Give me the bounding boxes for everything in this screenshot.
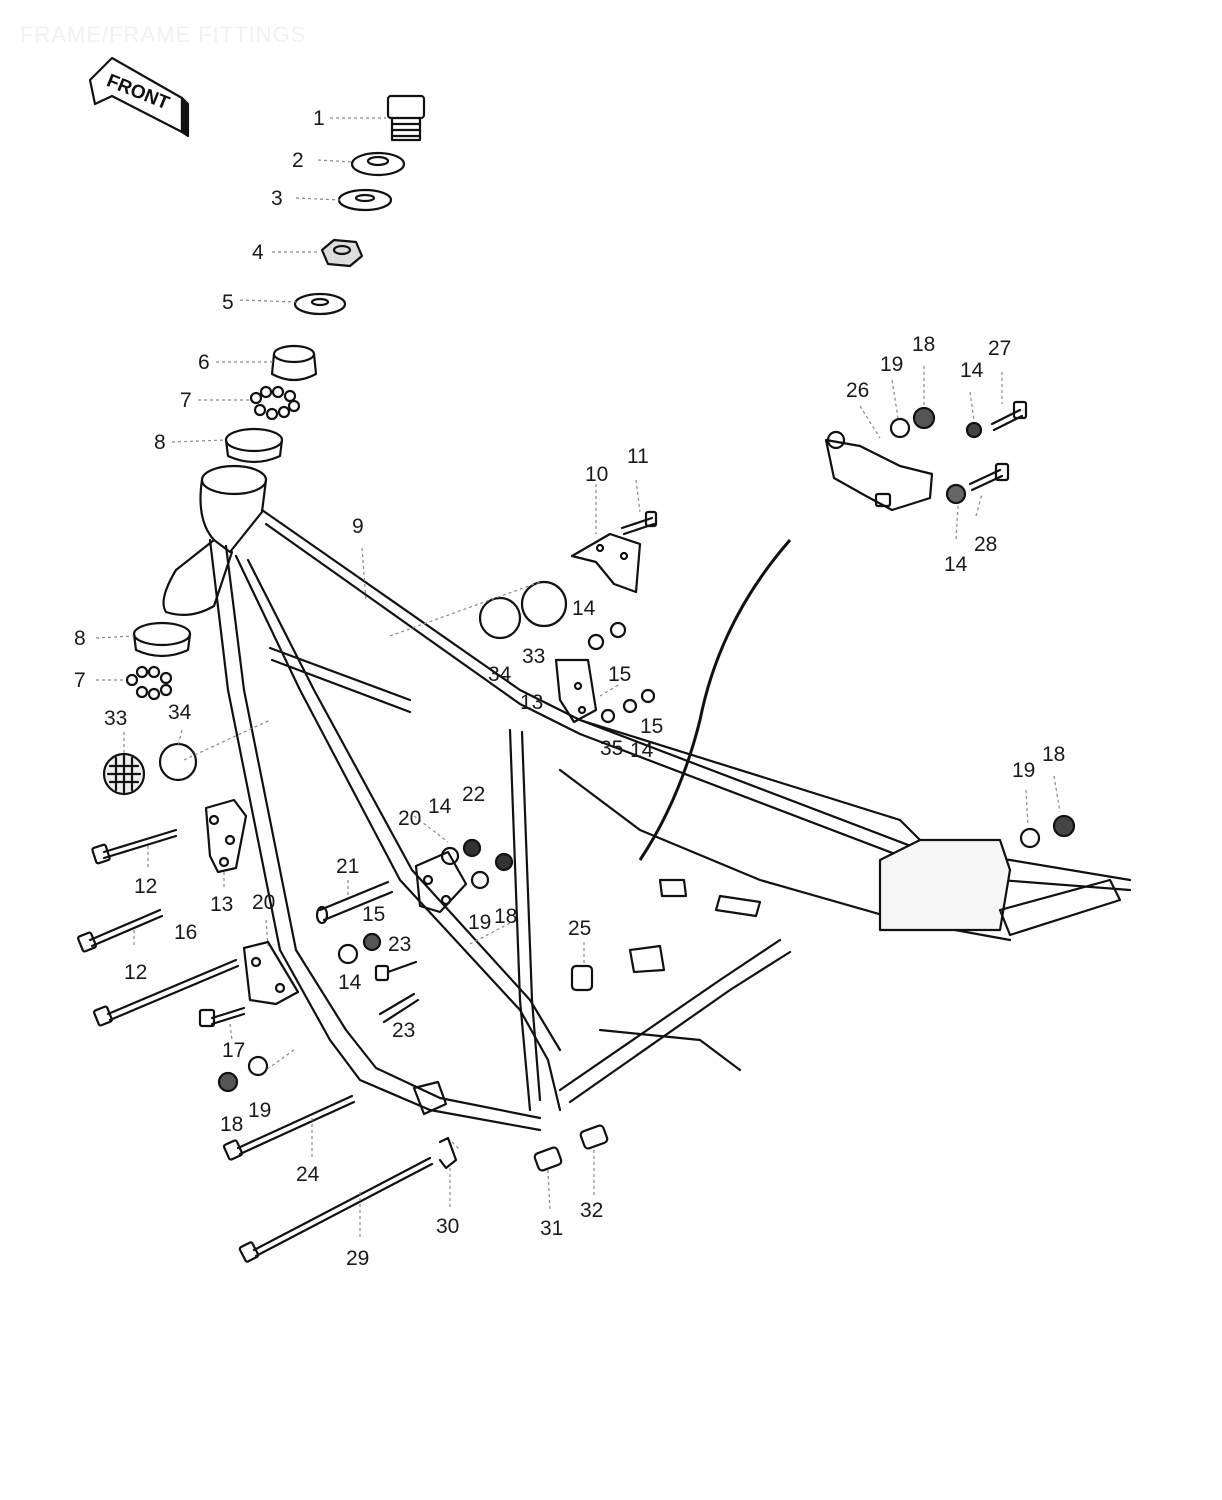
callout-19b: 19 — [468, 911, 492, 934]
grommet-left — [158, 742, 198, 782]
callout-16: 16 — [174, 921, 198, 944]
page-title: FRAME/FRAME FITTINGS — [20, 22, 307, 47]
callout-21: 21 — [336, 855, 360, 878]
bracket-13-right — [554, 658, 598, 724]
callout-14b: 14 — [428, 795, 452, 818]
callout-7: 7 — [180, 389, 192, 412]
callout-15c: 15 — [640, 715, 664, 738]
callout-14e: 14 — [960, 359, 984, 382]
callout-10: 10 — [585, 463, 609, 486]
callout-13b: 13 — [520, 691, 544, 714]
callout-31: 31 — [540, 1217, 564, 1240]
grommet-34 — [478, 596, 522, 640]
bolt-29 — [238, 1156, 434, 1263]
callout-3: 3 — [271, 187, 283, 210]
small-nuts — [587, 621, 656, 724]
stem-nut — [320, 238, 364, 268]
callout-5: 5 — [222, 291, 234, 314]
callout-13: 13 — [210, 893, 234, 916]
callout-15: 15 — [362, 903, 386, 926]
callout-35: 35 — [600, 737, 624, 760]
nuts-mid — [217, 838, 514, 1093]
nuts-rear — [1019, 814, 1076, 849]
spacer-21 — [315, 880, 394, 925]
steel-balls-lower — [125, 665, 173, 701]
bolt-16 — [93, 958, 240, 1027]
callout-20: 20 — [252, 891, 276, 914]
bearing-race-lower — [132, 621, 192, 658]
leader-lines — [95, 117, 1061, 1240]
callout-28: 28 — [974, 533, 998, 556]
stem-washer-2 — [350, 151, 406, 177]
callout-17: 17 — [222, 1039, 246, 1062]
callout-29: 29 — [346, 1247, 370, 1270]
bolt-17 — [198, 1006, 246, 1028]
engine-bracket-front — [204, 798, 248, 874]
engine-bracket-lower — [242, 940, 300, 1006]
callout-12: 12 — [134, 875, 158, 898]
callout-22: 22 — [462, 783, 486, 806]
callout-14f: 14 — [944, 553, 968, 576]
callout-14: 14 — [338, 971, 362, 994]
callout-23b: 23 — [392, 1019, 416, 1042]
callout-25: 25 — [568, 917, 592, 940]
callout-15b: 15 — [608, 663, 632, 686]
bearing-cone-upper — [270, 344, 318, 382]
callout-1: 1 — [313, 107, 325, 130]
callout-11: 11 — [627, 445, 649, 468]
bolt-23 — [374, 960, 420, 1024]
bolt-28 — [968, 462, 1010, 492]
callout-32: 32 — [580, 1199, 604, 1222]
reflector — [102, 752, 146, 796]
callout-26: 26 — [846, 379, 870, 402]
callout-4: 4 — [252, 241, 264, 264]
clip-30 — [438, 1136, 458, 1170]
callout-18d: 18 — [1042, 743, 1066, 766]
callout-34b: 34 — [488, 663, 512, 686]
callout-19d: 19 — [1012, 759, 1036, 782]
callout-34: 34 — [168, 701, 192, 724]
bolt-12b — [77, 908, 164, 953]
grommet-14 — [520, 580, 568, 628]
callout-7b: 7 — [74, 669, 86, 692]
callout-14d: 14 — [630, 739, 654, 762]
pointer-line — [638, 539, 792, 861]
callout-24: 24 — [296, 1163, 320, 1186]
stem-washer-5 — [293, 292, 347, 316]
bracket-26 — [824, 430, 934, 512]
callout-9: 9 — [352, 515, 364, 538]
front-arrow-icon: FRONT — [88, 56, 190, 138]
callout-18b: 18 — [494, 905, 518, 928]
callout-18: 18 — [220, 1113, 244, 1136]
callout-33: 33 — [104, 707, 128, 730]
bolt-27 — [990, 400, 1028, 432]
collar-32 — [579, 1124, 609, 1150]
callout-18c: 18 — [912, 333, 936, 356]
callout-8b: 8 — [74, 627, 86, 650]
callout-14c: 14 — [572, 597, 596, 620]
callout-23: 23 — [388, 933, 412, 956]
callout-30: 30 — [436, 1215, 460, 1238]
callout-33b: 33 — [522, 645, 546, 668]
bearing-race-upper — [224, 427, 284, 464]
spacer-25 — [570, 964, 594, 992]
frame — [162, 464, 1132, 1132]
callout-6: 6 — [198, 351, 210, 374]
callout-12b: 12 — [124, 961, 148, 984]
callout-8: 8 — [154, 431, 166, 454]
callout-2: 2 — [292, 149, 304, 172]
bolt-24 — [222, 1094, 356, 1161]
bracket-10 — [570, 532, 642, 594]
callout-27: 27 — [988, 337, 1012, 360]
stem-bolt — [386, 94, 426, 142]
steel-balls-upper — [249, 385, 301, 421]
bolt-12a — [91, 828, 178, 865]
collar-31 — [533, 1146, 563, 1172]
nuts-26 — [889, 406, 983, 505]
callout-20b: 20 — [398, 807, 422, 830]
callout-19: 19 — [248, 1099, 272, 1122]
bolt-11 — [620, 510, 658, 536]
callout-19c: 19 — [880, 353, 904, 376]
